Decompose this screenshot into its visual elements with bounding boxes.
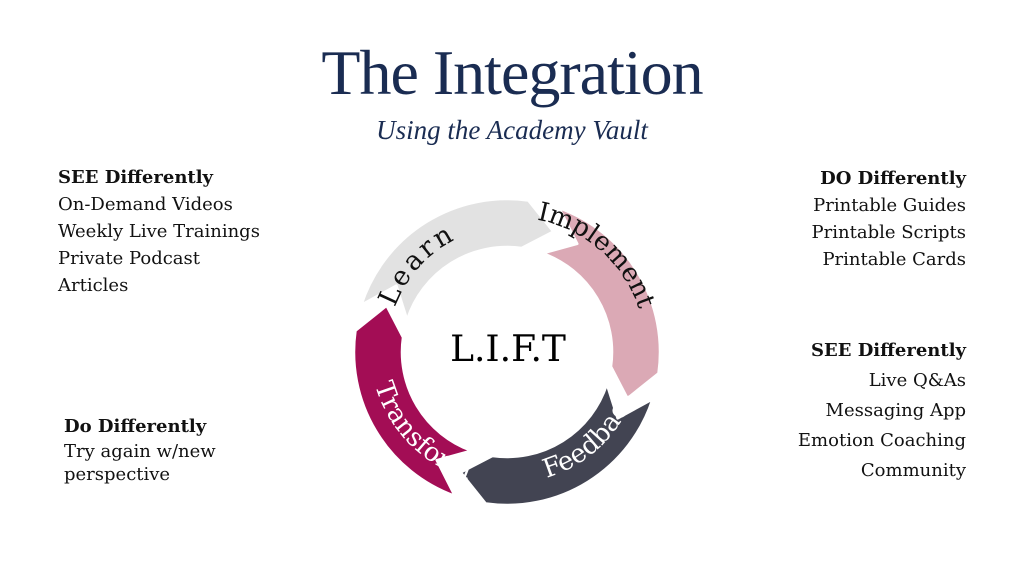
block-heading: SEE Differently [58, 167, 214, 188]
block-heading: SEE Differently [810, 340, 966, 361]
see-differently-block-left: SEE Differently On-Demand Videos Weekly … [58, 164, 260, 299]
list-item: Messaging App [825, 400, 966, 421]
cycle-segment-feedback [459, 383, 654, 507]
page-subtitle: Using the Academy Vault [376, 115, 648, 145]
list-item: Printable Scripts [811, 222, 966, 243]
page-title: The Integration [321, 37, 703, 108]
list-item: Printable Guides [813, 195, 966, 216]
list-item: Private Podcast [58, 248, 201, 269]
list-item: Emotion Coaching [797, 430, 966, 451]
cycle-segment-transform [352, 304, 473, 498]
cycle-center-label: L.I.F.T [450, 329, 566, 370]
cycle-segment-learn [360, 197, 555, 321]
cycle-segment-implement [541, 206, 662, 400]
list-item: Community [860, 460, 966, 481]
list-item: Try again w/new [64, 441, 216, 462]
list-item: Weekly Live Trainings [58, 221, 260, 242]
cycle-segments [352, 197, 662, 507]
see-differently-block-right: SEE Differently Live Q&As Messaging App … [798, 336, 966, 486]
list-item: On-Demand Videos [58, 194, 233, 215]
list-item: Live Q&As [868, 370, 966, 391]
list-item: perspective [64, 464, 171, 485]
list-item: Printable Cards [822, 249, 966, 270]
list-item: Articles [58, 275, 129, 296]
block-heading: DO Differently [820, 168, 966, 189]
lift-cycle-diagram: Learn Implement Feedback Transform L.I.F… [352, 197, 662, 507]
do-differently-block-left: Do Differently Try again w/new perspecti… [64, 414, 264, 486]
block-heading: Do Differently [64, 416, 207, 437]
do-differently-block-right: DO Differently Printable Guides Printabl… [812, 165, 966, 273]
